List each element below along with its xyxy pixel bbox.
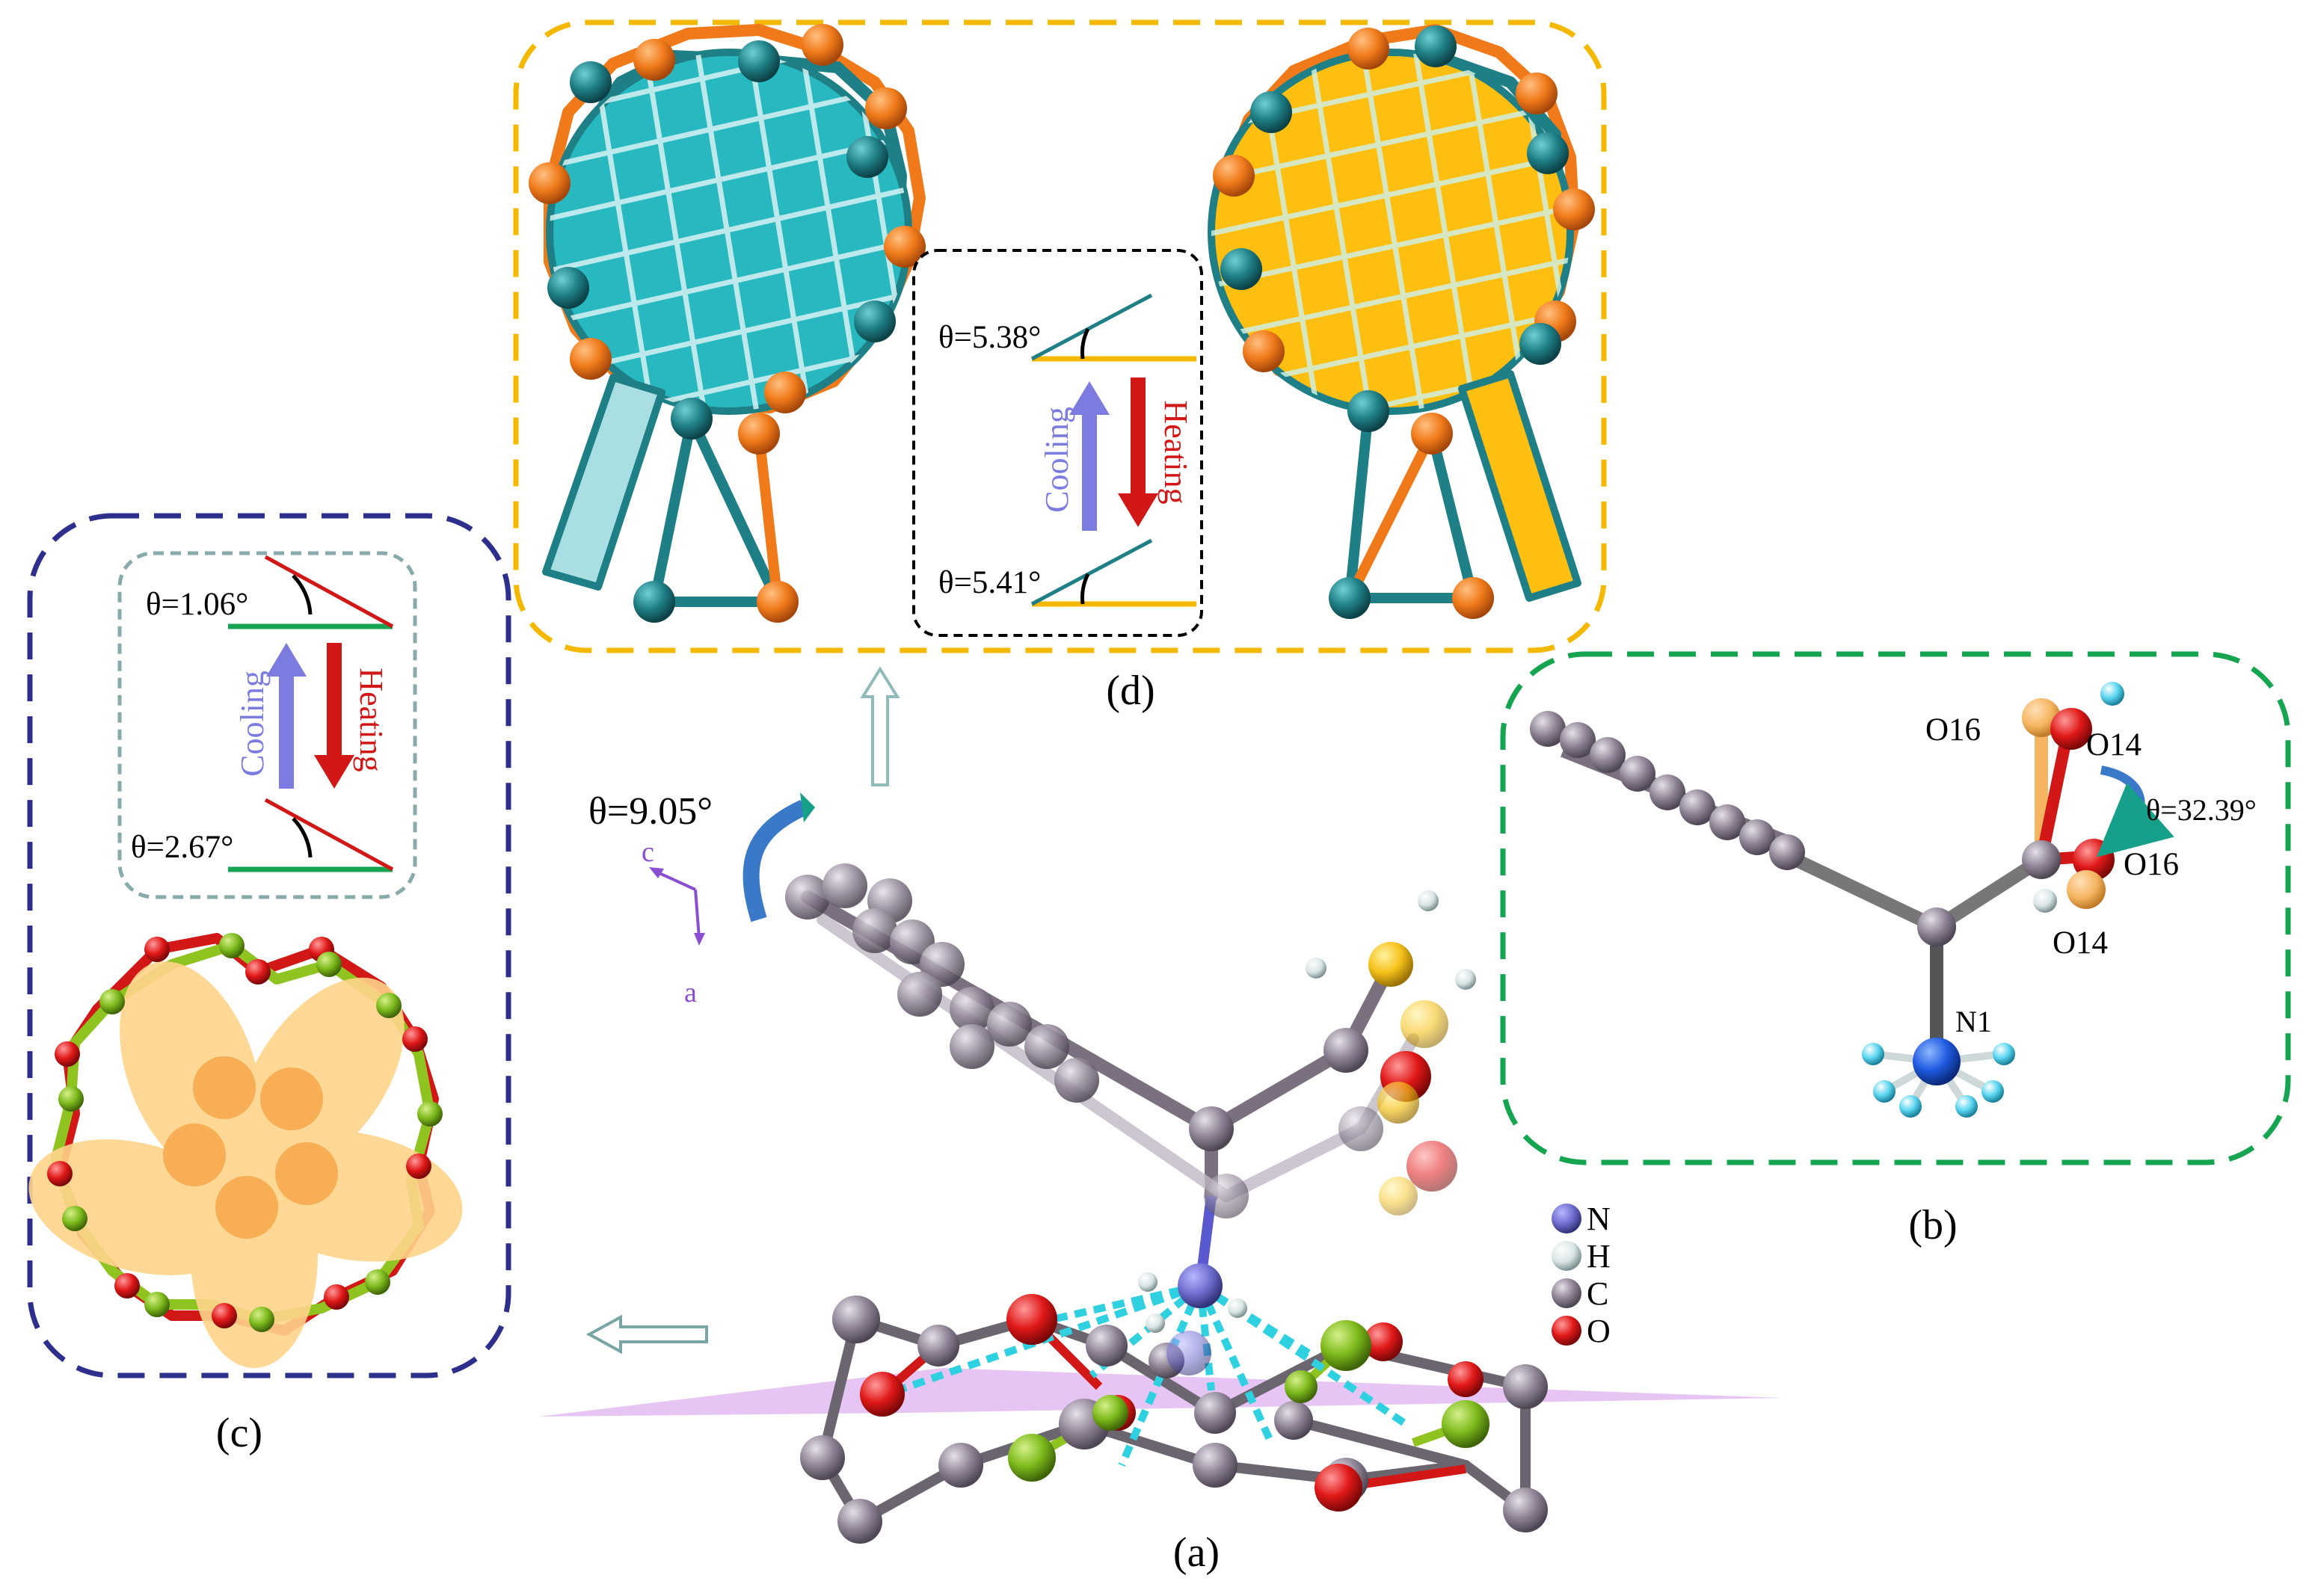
legend-o-swatch (1552, 1316, 1581, 1346)
panel-c-label: (c) (216, 1410, 262, 1456)
panel-a-molecule (785, 863, 1548, 1544)
panel-c-angle-bottom: θ=2.67° (131, 830, 233, 865)
legend-c-swatch (1552, 1278, 1581, 1308)
legend-o-label: O (1587, 1313, 1611, 1349)
panel-a-label: (a) (1173, 1529, 1220, 1576)
panel-a-axes (649, 867, 705, 946)
arrow-left-to-panel-c (585, 1314, 708, 1355)
panel-b-molecule (1530, 682, 2174, 1118)
legend-n-swatch (1552, 1204, 1581, 1233)
panel-d-cooling-label: Cooling (1039, 407, 1075, 513)
panel-d-heating-label: Heating (1157, 400, 1194, 504)
panel-a-legend: N H C O (1552, 1201, 1611, 1349)
panel-d-label: (d) (1106, 668, 1154, 714)
panel-d-heating-arrow (1118, 378, 1158, 527)
panel-d-angle-top: θ=5.38° (938, 320, 1041, 355)
legend-h-label: H (1587, 1238, 1611, 1275)
panel-b-atom-n1: N1 (1955, 1005, 1992, 1038)
legend-h-swatch (1552, 1241, 1581, 1271)
panel-c-angle-inset: θ=1.06° θ=2.67° Cooling Heating (117, 551, 417, 899)
panel-d-angle-bottom: θ=5.41° (938, 565, 1041, 600)
panel-c-cooling-arrow (266, 643, 307, 789)
panel-c-crown-ring (28, 933, 463, 1368)
panel-c-heating-label: Heating (353, 668, 390, 771)
arrow-up-to-panel-d (860, 666, 900, 786)
panel-a-axis-a: a (684, 977, 697, 1008)
panel-b-atom-o14-top: O14 (2086, 727, 2142, 762)
panel-d-frame (513, 19, 1607, 653)
panel-c-cooling-label: Cooling (234, 671, 271, 777)
panel-d-angle-inset: θ=5.38° θ=5.41° Cooling Heating (912, 249, 1203, 637)
panel-a-tilt-angle: θ=9.05° (588, 790, 713, 833)
legend-n-label: N (1587, 1201, 1611, 1237)
legend-c-label: C (1587, 1275, 1608, 1312)
panel-d-ring-left (529, 24, 926, 623)
panel-d-ring-right (1208, 24, 1595, 619)
panel-a-mean-plane (538, 1368, 1783, 1417)
panel-c-frame (27, 513, 511, 1378)
panel-b-rotation-angle: θ=32.39° (2146, 793, 2257, 827)
panel-b-frame (1500, 651, 2291, 1165)
panel-d-cooling-arrow (1069, 381, 1110, 531)
panel-a-axis-c: c (642, 836, 654, 868)
panel-b-label: (b) (1908, 1202, 1957, 1248)
panel-b-atom-o14-bottom: O14 (2053, 925, 2108, 961)
panel-b-atom-o16-top: O16 (1925, 712, 1981, 748)
panel-c-heating-arrow (314, 643, 354, 789)
panel-b-atom-o16-bottom: O16 (2124, 847, 2179, 882)
panel-c-angle-top: θ=1.06° (146, 587, 248, 622)
